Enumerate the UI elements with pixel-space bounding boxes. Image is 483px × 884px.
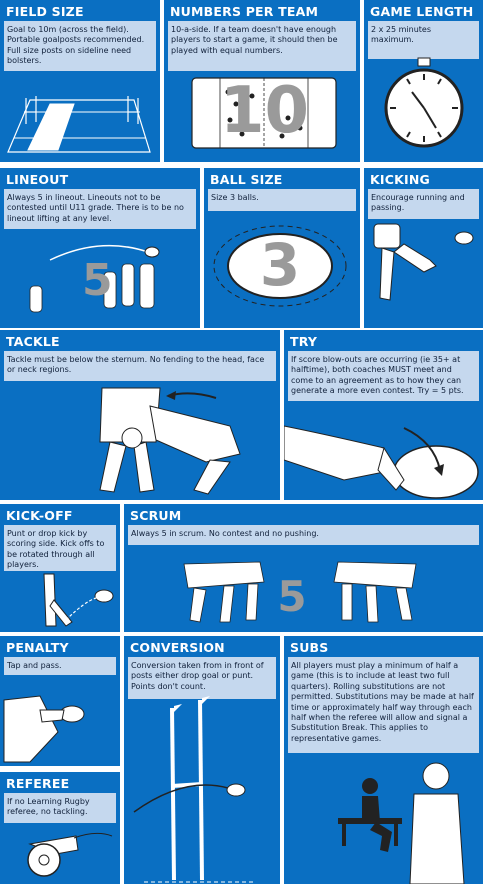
panel-text: Encourage running and passing. (368, 189, 479, 219)
panel-kick-off: KICK-OFF Punt or drop kick by scoring si… (0, 504, 120, 632)
lineout-count-numeral: 5 (82, 255, 113, 306)
panel-title: LINEOUT (6, 172, 69, 187)
panel-text: Goal to 10m (across the field). Portable… (4, 21, 156, 71)
panel-numbers-per-team: NUMBERS PER TEAM 10-a-side. If a team do… (164, 0, 360, 162)
panel-text: If no Learning Rugby referee, no tacklin… (4, 793, 116, 823)
panel-penalty: PENALTY Tap and pass. (0, 636, 120, 766)
panel-title: BALL SIZE (210, 172, 283, 187)
panel-text: Tackle must be below the sternum. No fen… (4, 351, 276, 381)
panel-try: TRY If score blow-outs are occurring (ie… (284, 330, 483, 500)
ball-size-numeral: 3 (259, 231, 301, 299)
panel-title: TACKLE (6, 334, 60, 349)
panel-title: SUBS (290, 640, 329, 655)
panel-scrum: SCRUM Always 5 in scrum. No contest and … (124, 504, 483, 632)
panel-tackle: TACKLE Tackle must be below the sternum.… (0, 330, 280, 500)
panel-referee: REFEREE If no Learning Rugby referee, no… (0, 772, 120, 884)
panel-title: KICK-OFF (6, 508, 73, 523)
panel-title: GAME LENGTH (370, 4, 474, 19)
penalty-player-illustration (3, 695, 85, 763)
panel-kicking: KICKING Encourage running and passing. (364, 168, 483, 328)
panel-title: SCRUM (130, 508, 182, 523)
panel-text: If score blow-outs are occurring (ie 35+… (288, 351, 479, 401)
panel-subs: SUBS All players must play a minimum of … (284, 636, 483, 884)
panel-text: 2 x 25 minutes maximum. (368, 21, 479, 59)
panel-field-size: FIELD SIZE Goal to 10m (across the field… (0, 0, 160, 162)
panel-title: CONVERSION (130, 640, 225, 655)
panel-game-length: GAME LENGTH 2 x 25 minutes maximum. (364, 0, 483, 162)
panel-text: 10-a-side. If a team doesn't have enough… (168, 21, 356, 71)
panel-text: All players must play a minimum of half … (288, 657, 479, 753)
scrum-count-numeral: 5 (277, 572, 307, 621)
panel-text: Punt or drop kick by scoring side. Kick … (4, 525, 116, 571)
panel-title: PENALTY (6, 640, 69, 655)
panel-title: NUMBERS PER TEAM (170, 4, 319, 19)
panel-lineout: LINEOUT Always 5 in lineout. Lineouts no… (0, 168, 200, 328)
panel-title: REFEREE (6, 776, 70, 791)
panel-text: Always 5 in lineout. Lineouts not to be … (4, 189, 196, 229)
panel-text: Always 5 in scrum. No contest and no pus… (128, 525, 479, 545)
panel-text: Conversion taken from in front of posts … (128, 657, 276, 699)
panel-text: Tap and pass. (4, 657, 116, 675)
player-count-numeral: 10 (220, 74, 310, 148)
panel-text: Size 3 balls. (208, 189, 356, 211)
panel-conversion: CONVERSION Conversion taken from in fron… (124, 636, 280, 884)
panel-title: FIELD SIZE (6, 4, 84, 19)
panel-title: TRY (290, 334, 318, 349)
panel-title: KICKING (370, 172, 430, 187)
panel-ball-size: BALL SIZE Size 3 balls. 3 (204, 168, 360, 328)
